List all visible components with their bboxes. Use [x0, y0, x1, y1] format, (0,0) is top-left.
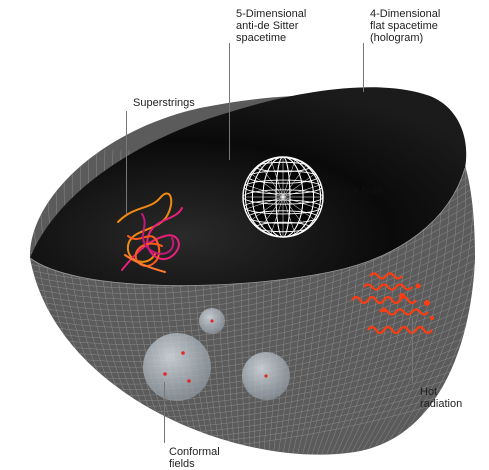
label-flat-line3: (hologram)	[370, 32, 424, 44]
label-ads-line2: anti-de Sitter	[236, 20, 299, 32]
label-ads-spacetime: 5-Dimensional anti-de Sitter spacetime	[236, 8, 306, 44]
label-conformal-line2: fields	[169, 458, 195, 470]
leader-line-flat	[363, 43, 364, 92]
leader-line-ads	[229, 43, 230, 160]
leader-line-conformal	[164, 382, 165, 443]
label-hot-line2: radiation	[420, 398, 463, 410]
bubble-large	[143, 333, 211, 401]
conformal-bubbles	[143, 308, 290, 401]
label-flat-spacetime: 4-Dimensional flat spacetime (hologram)	[370, 8, 440, 44]
leader-line-hot	[412, 318, 413, 383]
label-hot-radiation: Hot radiation	[420, 386, 462, 410]
bowl-rim	[29, 167, 466, 286]
label-conformal-fields: Conformal fields	[169, 446, 220, 470]
hot-radiation	[351, 272, 433, 335]
label-ads-line3: spacetime	[236, 32, 287, 44]
label-ads-line1: 5-Dimensional	[236, 8, 307, 20]
label-conformal-line1: Conformal	[169, 446, 220, 458]
label-flat-line1: 4-Dimensional	[370, 8, 441, 20]
label-hot-line1: Hot	[420, 386, 438, 398]
hot-radiation-dots	[381, 283, 434, 320]
superstrings-tangle	[117, 192, 183, 273]
leader-line-superstrings	[126, 111, 127, 214]
label-flat-line2: flat spacetime	[370, 20, 438, 32]
black-hole-sphere	[242, 156, 324, 238]
label-superstrings: Superstrings	[133, 97, 195, 109]
label-black-hole: Black hole	[332, 185, 383, 197]
